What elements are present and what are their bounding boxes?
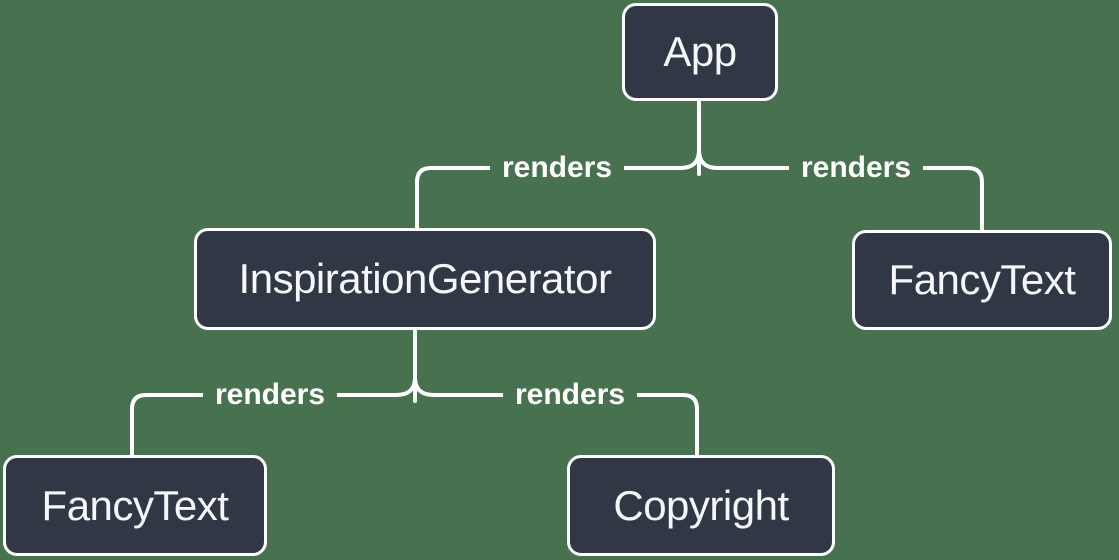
edge-label-app-fancy-text-top: renders: [788, 150, 924, 186]
node-inspiration-generator: InspirationGenerator: [194, 228, 656, 330]
node-label: Copyright: [613, 481, 789, 529]
connector-app-to-fancy-text-top: [697, 148, 984, 233]
edge-label-inspiration-generator-fancy-text-bottom: renders: [202, 377, 338, 413]
node-fancy-text-bottom: FancyText: [3, 455, 267, 556]
node-fancy-text-top: FancyText: [852, 230, 1112, 330]
node-copyright: Copyright: [567, 455, 835, 556]
node-label: InspirationGenerator: [238, 255, 612, 302]
connector-app-to-inspiration-generator: [415, 148, 701, 231]
node-label: FancyText: [41, 481, 229, 529]
edge-label-app-inspiration-generator: renders: [489, 150, 625, 186]
connector-inspiration-generator-to-fancy-text-bottom: [130, 375, 417, 458]
node-label: App: [663, 28, 737, 75]
node-label: FancyText: [888, 256, 1076, 303]
edge-label-inspiration-generator-copyright: renders: [502, 377, 638, 413]
connector-inspiration-generator-to-copyright: [413, 375, 699, 458]
node-app: App: [622, 3, 778, 101]
